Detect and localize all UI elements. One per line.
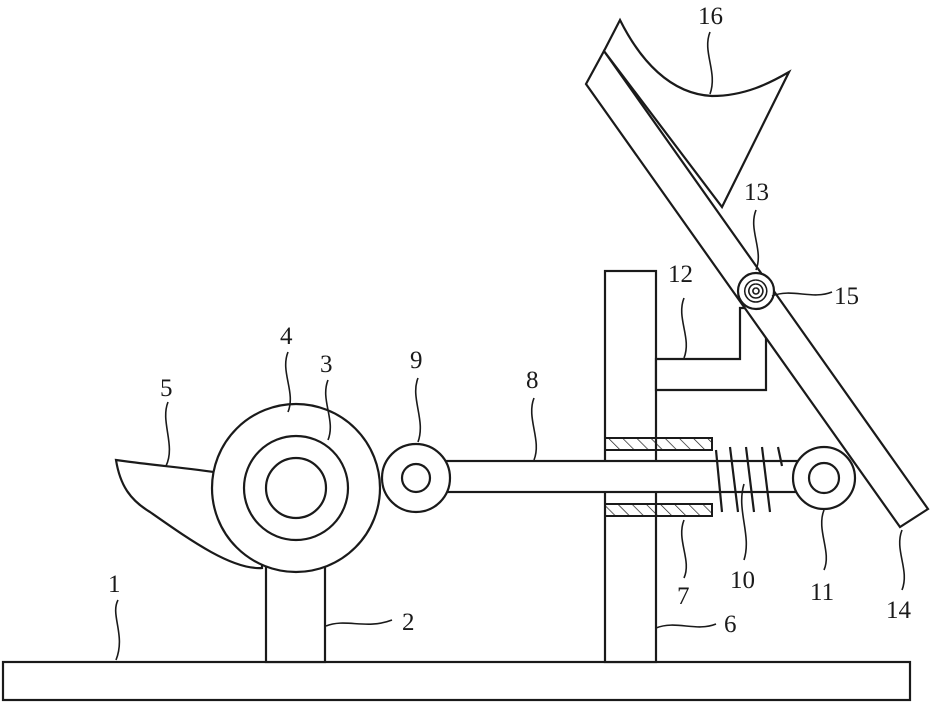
label-7: 7 bbox=[677, 583, 690, 610]
label-14: 14 bbox=[886, 597, 912, 624]
label-10: 10 bbox=[730, 567, 755, 594]
label-13: 13 bbox=[744, 179, 769, 206]
leader-5 bbox=[166, 402, 170, 466]
leader-7 bbox=[682, 520, 687, 578]
base-plate bbox=[3, 662, 910, 700]
leader-10 bbox=[742, 484, 747, 560]
leader-8 bbox=[532, 398, 537, 460]
guide-sleeve-bottom bbox=[605, 504, 712, 516]
label-1: 1 bbox=[108, 571, 121, 598]
leader-2 bbox=[326, 620, 392, 626]
leader-9 bbox=[416, 378, 421, 442]
label-11: 11 bbox=[810, 579, 834, 606]
label-16: 16 bbox=[698, 3, 723, 30]
leader-16 bbox=[708, 32, 713, 94]
leader-13 bbox=[754, 210, 759, 270]
left-roller-axle bbox=[402, 464, 430, 492]
leader-14 bbox=[900, 530, 905, 590]
support-pillar bbox=[266, 566, 325, 662]
l-bracket bbox=[656, 308, 766, 390]
label-12: 12 bbox=[668, 261, 693, 288]
leader-12 bbox=[682, 298, 687, 358]
pivot-pin bbox=[738, 273, 774, 309]
label-3: 3 bbox=[320, 351, 333, 378]
leader-6 bbox=[656, 624, 716, 628]
label-2: 2 bbox=[402, 609, 415, 636]
leader-15 bbox=[772, 292, 832, 296]
wheel-hub bbox=[266, 458, 326, 518]
label-5: 5 bbox=[160, 375, 173, 402]
label-6: 6 bbox=[724, 611, 737, 638]
leader-1 bbox=[116, 600, 120, 660]
leader-4 bbox=[286, 352, 291, 412]
label-9: 9 bbox=[410, 347, 423, 374]
label-8: 8 bbox=[526, 367, 539, 394]
label-4: 4 bbox=[280, 323, 293, 350]
label-15: 15 bbox=[834, 283, 859, 310]
leader-11 bbox=[822, 510, 827, 570]
right-roller-axle bbox=[809, 463, 839, 493]
guide-sleeve-top bbox=[605, 438, 712, 450]
